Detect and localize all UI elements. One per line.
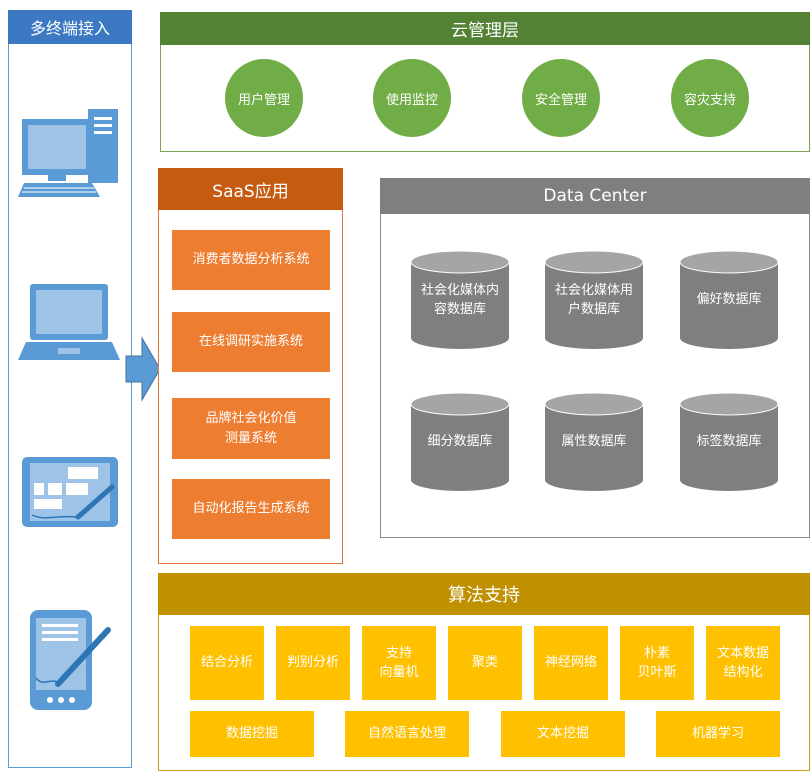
cloud-management-header: 云管理层 — [160, 12, 810, 45]
cloud-item-usage-monitoring: 使用监控 — [373, 59, 451, 137]
algorithm-item: 文本数据 结构化 — [706, 626, 780, 700]
algorithm-item: 聚类 — [448, 626, 522, 700]
algorithm-item: 判别分析 — [276, 626, 350, 700]
cloud-item-disaster-recovery: 容灾支持 — [671, 59, 749, 137]
cloud-item-user-management: 用户管理 — [225, 59, 303, 137]
algorithm-header: 算法支持 — [158, 573, 810, 615]
handheld-pen-device-icon — [30, 610, 111, 710]
saas-item: 自动化报告生成系统 — [172, 479, 330, 539]
terminal-header: 多终端接入 — [8, 10, 132, 44]
database-cylinder-icon — [410, 250, 510, 349]
algorithm-item: 神经网络 — [534, 626, 608, 700]
saas-item: 消费者数据分析系统 — [172, 230, 330, 290]
database-cylinder-icon — [679, 250, 779, 349]
database-cylinder-icon — [544, 392, 644, 491]
algorithm-item: 支持 向量机 — [362, 626, 436, 700]
database-label: 社会化媒体用 户数据库 — [554, 282, 633, 318]
algorithm-item: 自然语言处理 — [345, 711, 469, 757]
algorithm-item: 机器学习 — [656, 711, 780, 757]
desktop-computer-icon — [18, 109, 118, 197]
right-arrow-icon — [125, 336, 161, 402]
database-cylinder-icon — [410, 392, 510, 491]
database-label: 标签数据库 — [696, 434, 762, 450]
tablet-icon — [22, 457, 118, 527]
algorithm-item: 文本挖掘 — [501, 711, 625, 757]
data-center-header: Data Center — [380, 178, 810, 214]
saas-item: 品牌社会化价值 测量系统 — [172, 398, 330, 459]
cloud-item-security-management: 安全管理 — [522, 59, 600, 137]
database-cylinder-icon — [679, 392, 779, 491]
database-label: 社会化媒体内 容数据库 — [420, 282, 499, 318]
database-label: 细分数据库 — [427, 434, 493, 450]
database-cylinder-icon — [544, 250, 644, 349]
laptop-icon — [18, 284, 120, 360]
saas-header: SaaS应用 — [158, 168, 343, 210]
database-label: 属性数据库 — [561, 434, 627, 450]
saas-item: 在线调研实施系统 — [172, 312, 330, 372]
algorithm-item: 数据挖掘 — [190, 711, 314, 757]
algorithm-item: 朴素 贝叶斯 — [620, 626, 694, 700]
algorithm-item: 结合分析 — [190, 626, 264, 700]
database-label: 偏好数据库 — [696, 292, 762, 308]
